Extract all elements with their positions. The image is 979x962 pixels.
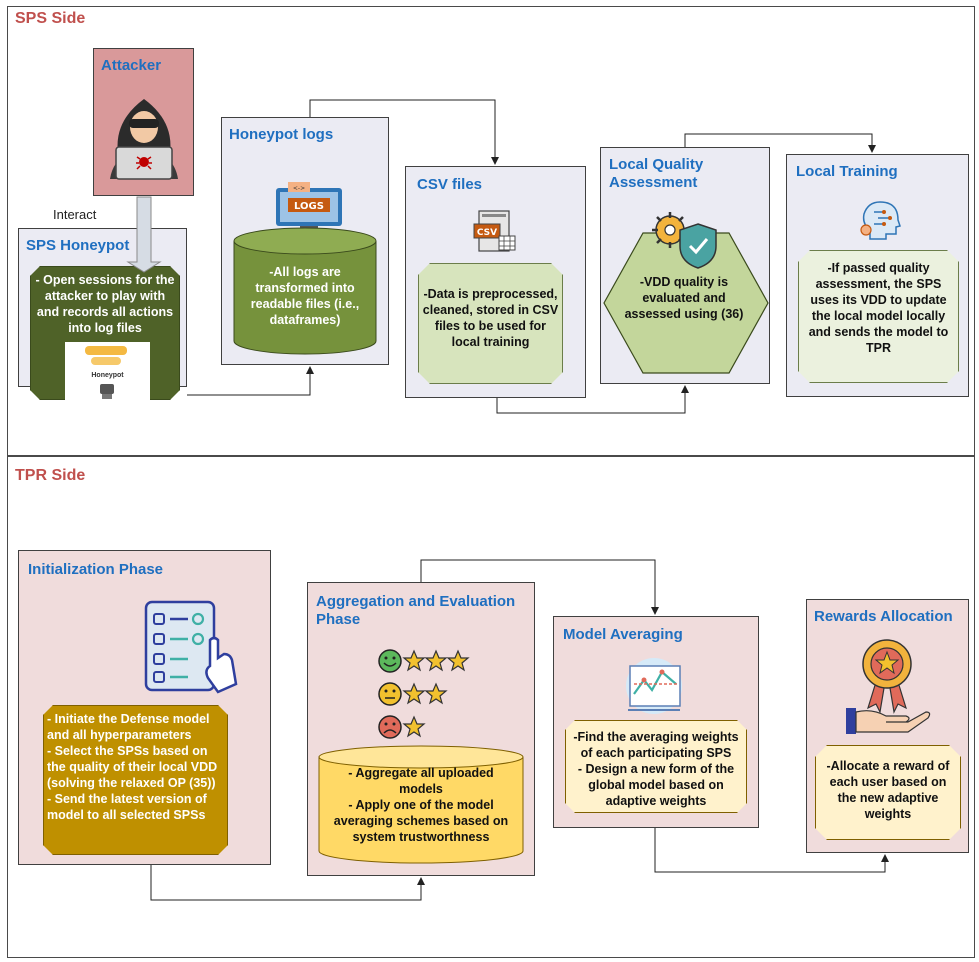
connector-csv-quality	[496, 385, 689, 414]
honeypot-image: Honeypot	[65, 342, 150, 400]
honeypot-action-text: - Open sessions for the attacker to play…	[35, 273, 175, 335]
initialization-steps-box	[43, 705, 228, 855]
sps-side-title: SPS Side	[15, 10, 86, 27]
quality-assessment-title: Local Quality Assessment	[609, 156, 704, 191]
aggregation-title: Aggregation and Evaluation Phase	[316, 593, 516, 628]
hacker-laptop-icon	[110, 99, 178, 180]
tpr-side-title: TPR Side	[15, 467, 86, 484]
connector-aggregation-averaging	[420, 559, 659, 615]
initialization-title: Initialization Phase	[28, 561, 164, 578]
connector-init-aggregation	[150, 865, 425, 901]
checklist-icon	[144, 600, 238, 694]
connector-averaging-rewards	[654, 828, 889, 873]
reward-allocation-box	[815, 745, 961, 840]
training-text: -If passed quality assessment, the SPS u…	[808, 261, 949, 355]
averaging-text: -Find the averaging weights of each part…	[573, 730, 739, 808]
csv-icon-label: CSV	[477, 228, 497, 238]
honeypot-image-caption: Honeypot	[91, 372, 124, 379]
reward-medal-hand-icon	[846, 639, 931, 734]
connector-honeypot-logs	[187, 366, 314, 396]
rewards-text: -Allocate a reward of each user based on…	[826, 759, 950, 821]
robot-icon	[100, 384, 114, 399]
interact-block-arrow	[126, 196, 162, 273]
initialization-text: - Initiate the Defense model and all hyp…	[47, 712, 218, 822]
sps-side-section	[7, 6, 975, 456]
training-update-box	[798, 250, 959, 383]
averaging-weights-box	[565, 720, 747, 813]
interact-label: Interact	[53, 207, 97, 222]
honeycomb-icon	[85, 346, 127, 365]
quality-text: -VDD quality is evaluated and assessed u…	[624, 275, 744, 321]
local-training-title: Local Training	[796, 163, 898, 180]
csv-text: -Data is preprocessed, cleaned, stored i…	[422, 287, 559, 349]
csv-file-icon: CSV	[473, 210, 516, 252]
model-averaging-title: Model Averaging	[563, 626, 683, 643]
connector-quality-training	[684, 133, 876, 153]
rewards-title: Rewards Allocation	[814, 608, 953, 625]
rating-faces-icon	[378, 649, 470, 739]
logs-text: -All logs are transformed into readable …	[250, 265, 360, 327]
ai-head-icon	[860, 201, 901, 240]
csv-files-title: CSV files	[417, 176, 483, 193]
tpr-side-section	[7, 456, 975, 958]
connector-logs-csv	[309, 99, 499, 165]
gear-shield-icon	[652, 212, 717, 269]
attacker-title: Attacker	[101, 57, 162, 74]
aggregation-text: - Aggregate all uploaded models - Apply …	[333, 766, 509, 844]
svg-text:<->: <->	[293, 185, 305, 192]
line-chart-icon	[626, 658, 682, 714]
aggregation-cylinder	[318, 745, 524, 864]
honeypot-logs-title: Honeypot logs	[229, 126, 334, 143]
logs-icon-label: LOGS	[294, 201, 324, 212]
attacker-box: Attacker	[93, 48, 194, 196]
sps-honeypot-title: SPS Honeypot	[26, 237, 130, 254]
logs-cylinder	[233, 227, 377, 355]
csv-process-box	[418, 263, 563, 384]
quality-hexagon	[603, 232, 769, 374]
